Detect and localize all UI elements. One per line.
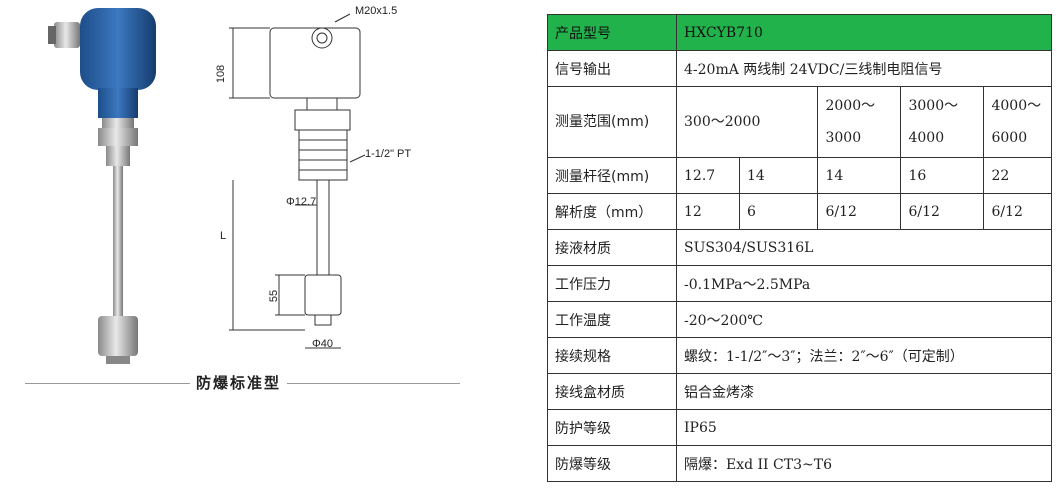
row-label: 测量范围(mm)	[547, 86, 677, 158]
connection-value: 螺纹：1-1/2″～3″；法兰：2″～6″（可定制）	[676, 337, 1052, 374]
row-label: 工作压力	[547, 265, 677, 302]
range-value: 3000～4000	[900, 86, 985, 158]
dim-length-l: L	[220, 230, 227, 242]
table-row: 测量杆径(mm) 12.7 14 14 16 22	[547, 157, 1052, 194]
table-row: 接线盒材质 铝合金烤漆	[547, 373, 1052, 410]
box-material-value: 铝合金烤漆	[676, 373, 1052, 410]
resolution-value: 6/12	[817, 193, 902, 230]
table-row: 工作温度 -20～200℃	[547, 301, 1052, 338]
range-value: 4000～6000	[983, 86, 1052, 158]
dimension-drawing	[229, 13, 366, 349]
row-label: 接液材质	[547, 229, 677, 266]
table-row: 信号输出 4-20mA 两线制 24VDC/三线制电阻信号	[547, 50, 1052, 87]
row-label: 产品型号	[547, 14, 677, 51]
material-value: SUS304/SUS316L	[676, 229, 1052, 266]
table-row: 接续规格 螺纹：1-1/2″～3″；法兰：2″～6″（可定制）	[547, 337, 1052, 374]
dim-rod-diameter: Φ12.7	[286, 196, 317, 208]
dim-height-108: 108	[215, 64, 228, 84]
resolution-value: 6	[738, 193, 819, 230]
ex-value: 隔爆：Exd II CT3~T6	[676, 445, 1052, 482]
rod-value: 14	[738, 157, 819, 194]
temperature-value: -20～200℃	[676, 301, 1052, 338]
resolution-value: 6/12	[983, 193, 1052, 230]
row-label: 解析度（mm）	[547, 193, 677, 230]
resolution-value: 6/12	[900, 193, 985, 230]
ip-value: IP65	[676, 409, 1052, 446]
table-row: 工作压力 -0.1MPa～2.5MPa	[547, 265, 1052, 302]
table-row: 接液材质 SUS304/SUS316L	[547, 229, 1052, 266]
signal-value: 4-20mA 两线制 24VDC/三线制电阻信号	[676, 50, 1052, 87]
table-row: 防爆等级 隔爆：Exd II CT3~T6	[547, 445, 1052, 482]
rod-value: 22	[983, 157, 1052, 194]
rod-value: 14	[817, 157, 902, 194]
rod-value: 12.7	[676, 157, 740, 194]
dim-float-55: 55	[268, 289, 281, 303]
table-row: 防护等级 IP65	[547, 409, 1052, 446]
dim-thread-top: M20x1.5	[355, 5, 398, 17]
spec-table: 产品型号 HXCYB710 信号输出 4-20mA 两线制 24VDC/三线制电…	[547, 14, 1052, 482]
row-label: 测量杆径(mm)	[547, 157, 677, 194]
row-label: 防爆等级	[547, 445, 677, 482]
product-illustration-panel: M20x1.5 108 1-1/2" PT Φ12.7 L 55 Φ40 防爆标…	[25, 5, 460, 393]
product-photo	[48, 8, 156, 364]
row-label: 信号输出	[547, 50, 677, 87]
table-row: 解析度（mm） 12 6 6/12 6/12 6/12	[547, 193, 1052, 230]
table-row: 产品型号 HXCYB710	[547, 14, 1052, 51]
dim-float-diameter: Φ40	[312, 338, 334, 350]
row-label: 工作温度	[547, 301, 677, 338]
row-label: 接线盒材质	[547, 373, 677, 410]
rod-value: 16	[900, 157, 985, 194]
table-row: 测量范围(mm) 300～2000 2000～3000 3000～4000 40…	[547, 86, 1052, 158]
row-label: 接续规格	[547, 337, 677, 374]
range-value: 2000～3000	[817, 86, 902, 158]
resolution-value: 12	[676, 193, 740, 230]
dim-thread-pt: 1-1/2" PT	[365, 148, 412, 160]
model-value: HXCYB710	[676, 14, 1052, 51]
row-label: 防护等级	[547, 409, 677, 446]
range-value: 300～2000	[675, 86, 819, 158]
product-caption: 防爆标准型	[190, 372, 288, 393]
pressure-value: -0.1MPa～2.5MPa	[676, 265, 1052, 302]
